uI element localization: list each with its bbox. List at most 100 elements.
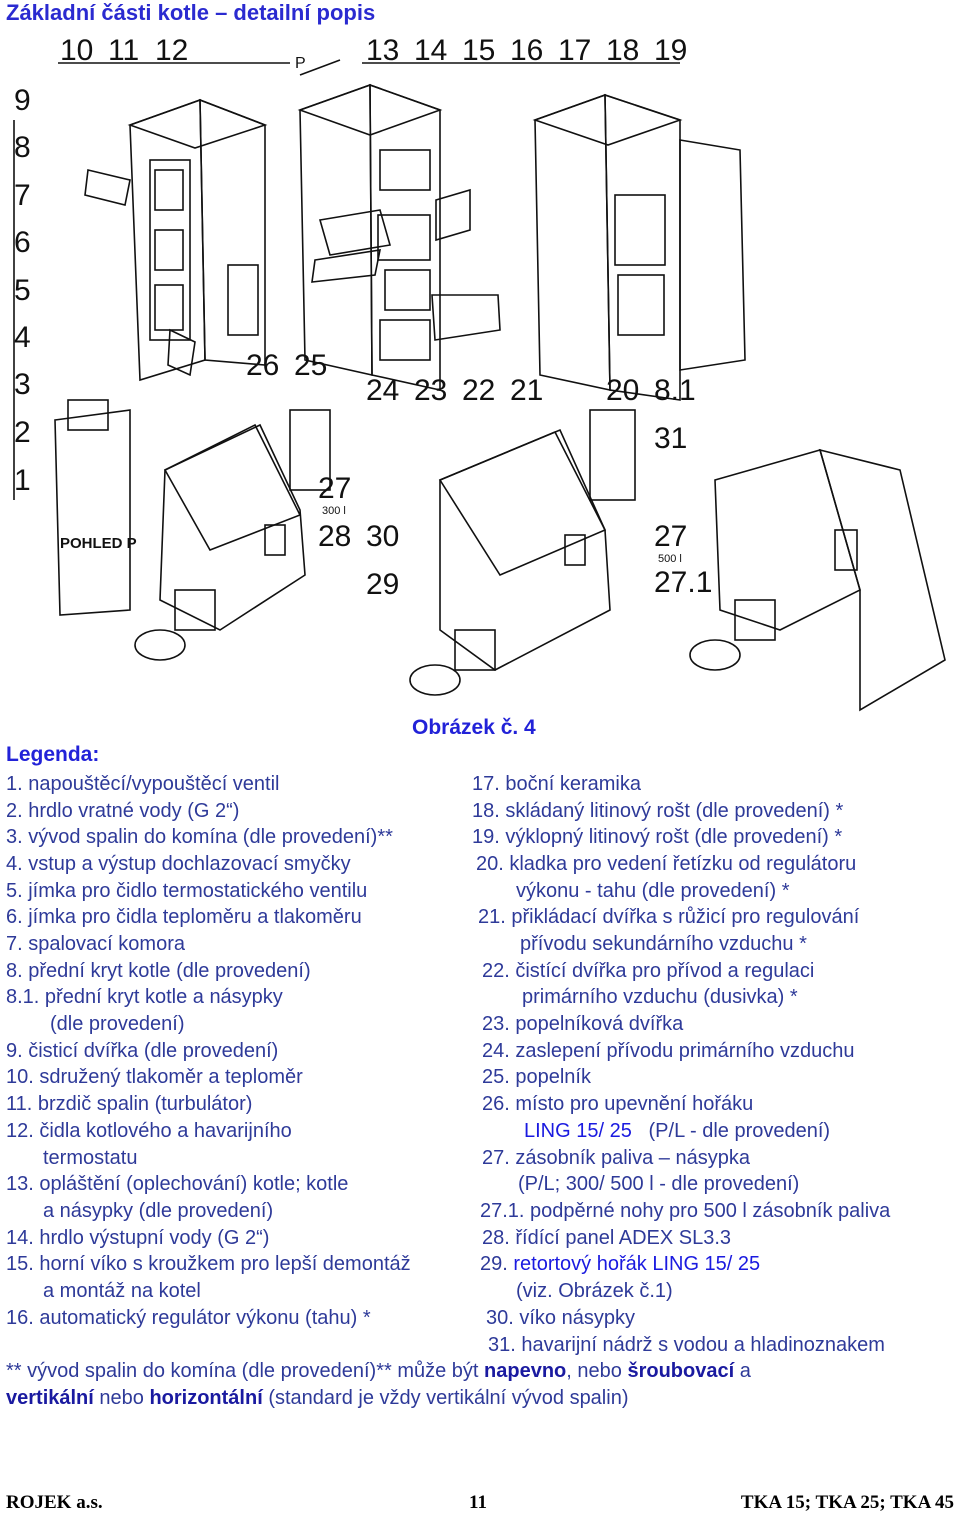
callout-4: 4 [14, 321, 31, 354]
note-text: ** vývod spalin do komína (dle provedení… [6, 1360, 485, 1382]
legend-item-14: 14. hrdlo výstupní vody (G 2“) [6, 1227, 270, 1249]
legend-item-27-cont: (P/L; 300/ 500 l - dle provedení) [518, 1173, 800, 1195]
legend-item-13-cont: a násypky (dle provedení) [43, 1200, 274, 1222]
legend-item-22-cont: primárního vzduchu (dusivka) * [522, 986, 798, 1008]
callout-26: 26 [246, 349, 279, 382]
legend-item-8-1-cont: (dle provedení) [50, 1013, 185, 1035]
callout-9: 9 [14, 84, 31, 117]
note-bold-horizontal: horizontální [149, 1387, 263, 1409]
note-bold-screwed: šroubovací [627, 1360, 735, 1382]
callout-18: 18 [606, 34, 639, 67]
legend-heading: Legenda: [6, 743, 100, 766]
legend-item-9: 9. čisticí dvířka (dle provedení) [6, 1040, 279, 1062]
legend-item-7: 7. spalovací komora [6, 933, 185, 955]
legend-item-26: 26. místo pro upevnění hořáku [482, 1093, 754, 1115]
note-bold-fixed: napevno [484, 1360, 567, 1382]
legend-item-2: 2. hrdlo vratné vody (G 2“) [6, 800, 240, 822]
legend-item-11: 11. brzdič spalin (turbulátor) [6, 1093, 253, 1115]
legend-item-5: 5. jímka pro čidlo termostatického venti… [6, 880, 368, 902]
legend-item-24: 24. zaslepení přívodu primárního vzduchu [482, 1040, 855, 1062]
legend-item-26-cont: LING 15/ 25 (P/L - dle provedení) [524, 1119, 830, 1143]
callout-2: 2 [14, 416, 31, 449]
callout-31: 31 [654, 422, 687, 455]
note-text: nebo [93, 1387, 150, 1409]
legend-item-27-1: 27.1. podpěrné nohy pro 500 l zásobník p… [480, 1200, 891, 1222]
callout-11: 11 [108, 34, 139, 67]
legend-item-28: 28. řídící panel ADEX SL3.3 [482, 1227, 732, 1249]
callout-22: 22 [462, 374, 495, 407]
callout-21: 21 [510, 374, 543, 407]
arrow-p-label: P [295, 55, 306, 72]
callout-16: 16 [510, 34, 543, 67]
view-label: POHLED P [60, 535, 137, 552]
footer-page-number: 11 [469, 1492, 487, 1513]
note-text: (standard je vždy vertikální vývod spali… [262, 1387, 629, 1409]
callout-6: 6 [14, 226, 31, 259]
legend-item-17: 17. boční keramika [472, 773, 641, 795]
callout-13: 13 [366, 34, 399, 67]
legend-item-15: 15. horní víko s kroužkem pro lepší demo… [6, 1253, 411, 1275]
legend-item-8-1: 8.1. přední kryt kotle a násypky [6, 986, 283, 1008]
callout-17: 17 [558, 34, 591, 67]
legend-item-23: 23. popelníková dvířka [482, 1013, 684, 1035]
callout-25: 25 [294, 349, 327, 382]
note-line-1: ** vývod spalin do komína (dle provedení… [6, 1360, 751, 1383]
burner-model: LING 15/ 25 [524, 1120, 632, 1142]
legend-item-1: 1. napouštěcí/vypouštěcí ventil [6, 773, 280, 795]
callout-8-1: 8.1 [654, 374, 696, 407]
legend-item-20: 20. kladka pro vedení řetízku od regulát… [476, 853, 857, 875]
legend-item-29-cont: (viz. Obrázek č.1) [516, 1280, 673, 1302]
note-text: a [734, 1360, 751, 1382]
legend-item-30: 30. víko násypky [486, 1307, 635, 1329]
boiler-exploded-drawing: 10 11 12 13 14 15 16 17 18 19 P 9 8 7 6 … [13, 34, 946, 712]
callout-27-1: 27.1 [654, 566, 712, 599]
callout-27b: 27 [654, 520, 687, 553]
callout-27a: 27 [318, 472, 351, 505]
legend-item-21-cont: přívodu sekundárního vzduchu * [520, 933, 807, 955]
legend-item-15-cont: a montáž na kotel [43, 1280, 201, 1302]
legend-item-10: 10. sdružený tlakoměr a teploměr [6, 1066, 303, 1088]
callout-28: 28 [318, 520, 351, 553]
callout-27a-sub: 300 l [322, 505, 346, 517]
legend-item-13: 13. opláštění (oplechování) kotle; kotle [6, 1173, 349, 1195]
legend-item-18: 18. skládaný litinový rošt (dle proveden… [472, 800, 844, 822]
figure-caption: Obrázek č. 4 [412, 716, 536, 739]
legend-item-8: 8. přední kryt kotle (dle provedení) [6, 960, 311, 982]
legend-item-4: 4. vstup a výstup dochlazovací smyčky [6, 853, 351, 875]
callout-12: 12 [155, 34, 188, 67]
callout-3: 3 [14, 368, 31, 401]
callout-10: 10 [60, 34, 93, 67]
legend-item-3: 3. vývod spalin do komína (dle provedení… [6, 826, 393, 848]
callout-8: 8 [14, 131, 31, 164]
note-bold-vertical: vertikální [6, 1387, 94, 1409]
legend-item-29: 29. retortový hořák LING 15/ 25 [480, 1252, 760, 1276]
legend-item-19: 19. výklopný litinový rošt (dle proveden… [472, 826, 843, 848]
callout-30: 30 [366, 520, 399, 553]
legend-item-6: 6. jímka pro čidla teploměru a tlakoměru [6, 906, 362, 928]
legend-item-12-cont: termostatu [43, 1147, 138, 1169]
legend-item-31: 31. havarijní nádrž s vodou a hladinozna… [488, 1334, 885, 1356]
legend-item-21: 21. přikládací dvířka s růžicí pro regul… [478, 906, 860, 928]
legend-item-27: 27. zásobník paliva – násypka [482, 1147, 750, 1169]
callout-14: 14 [414, 34, 447, 67]
callout-19: 19 [654, 34, 687, 67]
callout-29: 29 [366, 568, 399, 601]
footer-model: TKA 15; TKA 25; TKA 45 [740, 1492, 954, 1513]
callout-15: 15 [462, 34, 495, 67]
footer-company: ROJEK a.s. [6, 1492, 103, 1513]
callout-24: 24 [366, 374, 399, 407]
legend-item-20-cont: výkonu - tahu (dle provedení) * [516, 880, 790, 902]
legend-item-25: 25. popelník [482, 1066, 591, 1088]
callout-23: 23 [414, 374, 447, 407]
legend-item-29-number: 29. [480, 1253, 508, 1275]
note-line-2: vertikální nebo horizontální (standard j… [6, 1387, 628, 1410]
legend-item-16: 16. automatický regulátor výkonu (tahu) … [6, 1307, 371, 1329]
callout-5: 5 [14, 274, 31, 307]
page-title: Základní části kotle – detailní popis [6, 0, 376, 25]
note-text: , nebo [566, 1360, 628, 1382]
callout-7: 7 [14, 179, 31, 212]
legend-item-12: 12. čidla kotlového a havarijního [6, 1120, 292, 1142]
legend-item-22: 22. čistící dvířka pro přívod a regulaci [482, 960, 815, 982]
callout-1: 1 [14, 464, 31, 497]
callout-27b-sub: 500 l [658, 553, 682, 565]
